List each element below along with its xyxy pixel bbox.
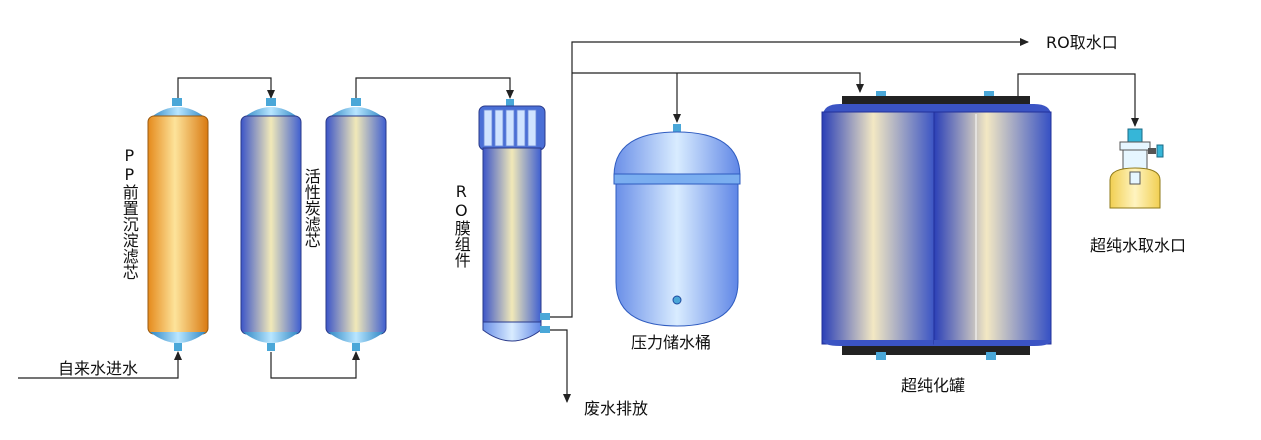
ro-product-line — [550, 38, 1029, 318]
carbon-filter-label: 活性炭滤芯 — [301, 168, 321, 248]
carbon2-to-ro-line — [355, 77, 514, 100]
pressure-tank-label: 压力储水桶 — [631, 333, 712, 352]
waste-line — [550, 329, 571, 403]
carbon1-to-carbon2-line — [270, 351, 360, 379]
ultrapure-outlet-faucet — [1109, 128, 1164, 209]
ro-to-tank-line — [572, 72, 864, 93]
waste-water-label: 废水排放 — [584, 399, 649, 418]
ro-membrane-module — [478, 99, 550, 342]
ro-outlet-label: RO取水口 — [1046, 33, 1118, 52]
ultrapure-tank-label: 超纯化罐 — [901, 376, 966, 395]
pp-filter — [147, 98, 209, 351]
carbon-filter-2 — [325, 98, 387, 351]
feed-water-label: 自来水进水 — [58, 359, 139, 378]
ultrapure-outlet-label: 超纯水取水口 — [1090, 236, 1187, 255]
carbon-filter-1 — [240, 98, 302, 351]
pp-to-carbon1-line — [177, 77, 275, 100]
pressure-tank — [613, 124, 741, 327]
ro-module-label: RO膜组件 — [451, 182, 471, 268]
pp-filter-label: PP前置沉淀滤芯 — [119, 146, 139, 280]
feed-line — [18, 351, 182, 379]
ultrapure-tank-right — [933, 91, 1052, 360]
ultrapure-tank-left — [821, 91, 937, 360]
flow-lines — [18, 38, 1139, 403]
ultrapure-outlet-line — [1017, 73, 1139, 127]
